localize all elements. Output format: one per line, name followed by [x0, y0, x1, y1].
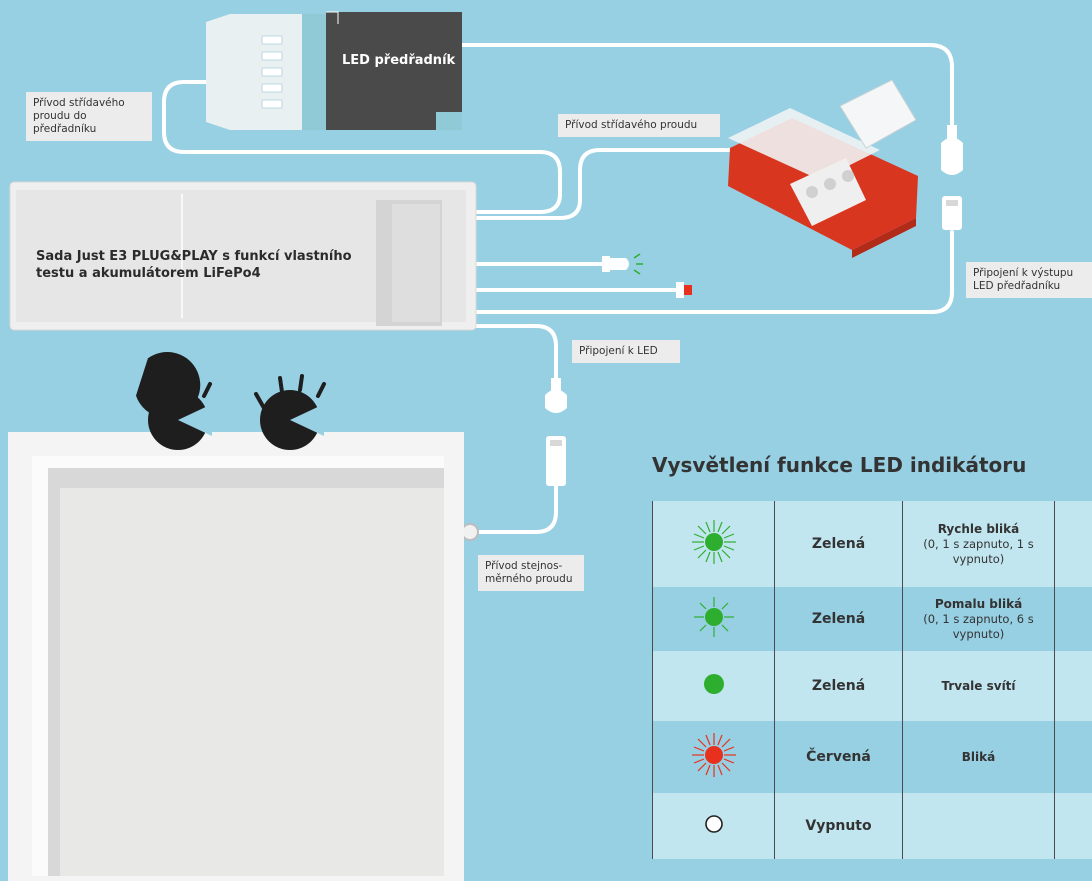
green-indicator-led — [602, 253, 643, 275]
legend-row: Vypnuto — [652, 793, 1092, 859]
legend-row: Zelená Trvale svítí — [652, 651, 1092, 721]
green-steady-icon — [703, 674, 724, 694]
legend-icon-cell — [652, 501, 775, 587]
wire-ac-to-ballast — [162, 80, 562, 214]
legend-colour: Vypnuto — [774, 793, 903, 859]
ballast-output-connector — [941, 125, 963, 230]
label-ballast-output: Připojení k výstupu LED předřadníku — [966, 262, 1092, 298]
led-legend-table: Zelená Rychle bliká(0, 1 s zapnuto, 1 s … — [652, 501, 1092, 859]
green-slow-blink-icon — [693, 597, 734, 637]
legend-extra — [1054, 651, 1092, 721]
legend-extra — [1054, 793, 1092, 859]
legend-mode-title: Pomalu bliká — [934, 596, 1023, 611]
wire-led — [474, 324, 558, 380]
led-connector — [545, 378, 567, 486]
wire-to-kit-output — [474, 230, 954, 314]
legend-mode: Pomalu bliká(0, 1 s zapnuto, 6 s vypnuto… — [902, 587, 1055, 651]
legend-extra — [1054, 721, 1092, 793]
ballast-title: LED předřadník — [342, 53, 456, 68]
red-indicator-led — [676, 282, 692, 298]
label-ac-to-ballast: Přívod střídavého proudu do předřadníku — [26, 92, 152, 141]
legend-row: Zelená Rychle bliká(0, 1 s zapnuto, 1 s … — [652, 501, 1092, 587]
legend-mode-title: Trvale svítí — [941, 678, 1016, 693]
legend-icon-cell — [652, 721, 775, 793]
led-panel — [8, 432, 464, 881]
legend-colour: Zelená — [774, 587, 903, 651]
legend-mode — [902, 793, 1055, 859]
green-fast-blink-icon — [691, 520, 736, 564]
label-led-connection: Připojení k LED — [572, 340, 680, 363]
terminal-block — [728, 79, 918, 258]
legend-extra — [1054, 501, 1092, 587]
legend-icon-cell — [652, 587, 775, 651]
led-ballast — [206, 11, 462, 130]
legend-title: Vysvětlení funkce LED indikátoru — [652, 453, 1027, 477]
wire-dc — [478, 484, 558, 534]
blinking-light-left-icon — [135, 352, 212, 450]
label-dc-supply: Přívod stejnos-měrného proudu — [478, 555, 584, 591]
wire-ballast-output — [460, 43, 954, 127]
red-blink-icon — [691, 733, 736, 777]
kit-housing — [9, 181, 477, 331]
legend-icon-cell — [652, 651, 775, 721]
wire-ac-supply — [474, 148, 742, 220]
legend-row: Zelená Pomalu bliká(0, 1 s zapnuto, 6 s … — [652, 587, 1092, 651]
legend-mode: Rychle bliká(0, 1 s zapnuto, 1 s vypnuto… — [902, 501, 1055, 587]
legend-mode-title: Rychle bliká — [937, 521, 1020, 536]
legend-mode: Trvale svítí — [902, 651, 1055, 721]
legend-colour: Zelená — [774, 651, 903, 721]
legend-row: Červená Bliká — [652, 721, 1092, 793]
blinking-light-right-icon — [254, 374, 326, 450]
legend-mode-title: Bliká — [961, 749, 996, 764]
legend-colour: Zelená — [774, 501, 903, 587]
legend-colour: Červená — [774, 721, 903, 793]
label-ac-supply: Přívod střídavého proudu — [558, 114, 720, 137]
legend-mode: Bliká — [902, 721, 1055, 793]
legend-mode-detail: (0, 1 s zapnuto, 6 s vypnuto) — [923, 611, 1034, 641]
off-icon — [704, 815, 723, 833]
kit-label: Sada Just E3 PLUG&PLAY s funkcí vlastníh… — [36, 249, 352, 281]
legend-extra — [1054, 587, 1092, 651]
legend-mode-detail: (0, 1 s zapnuto, 1 s vypnuto) — [923, 536, 1034, 566]
legend-icon-cell — [652, 793, 775, 859]
